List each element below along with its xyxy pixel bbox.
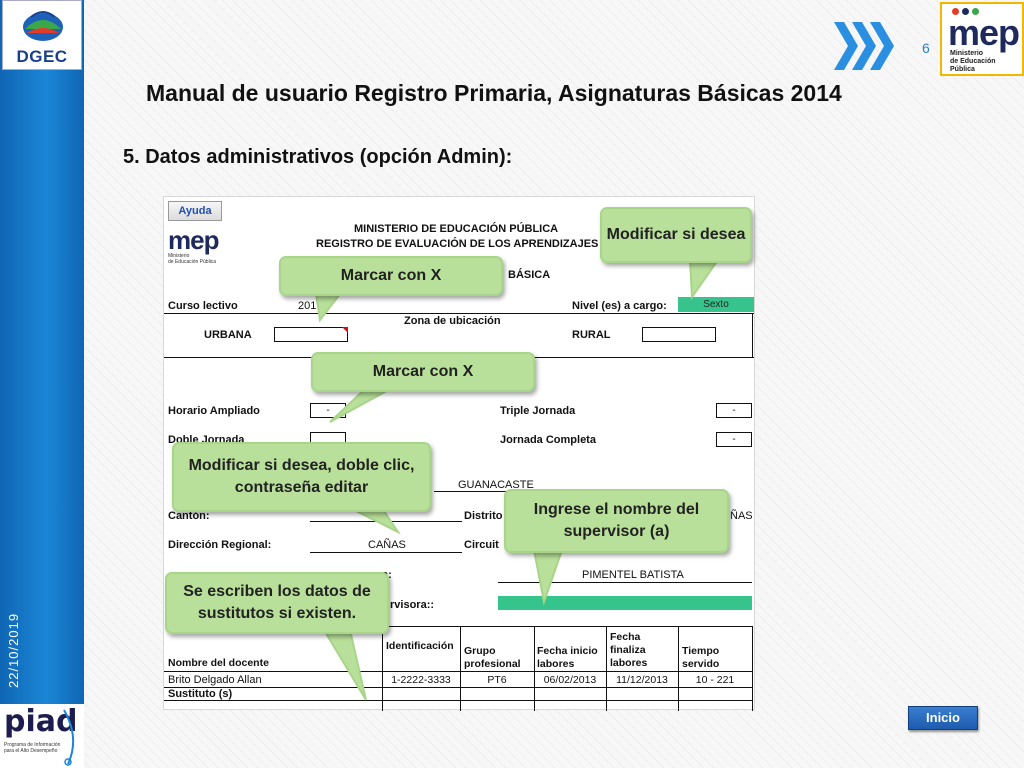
direccion-regional-label: Dirección Regional: <box>168 539 272 551</box>
table-row-border <box>164 687 752 688</box>
col-header-fecha-inicio: Fecha inicio labores <box>537 645 598 670</box>
callout-marcar-con-x-urbana: Marcar con X <box>279 256 503 296</box>
callout-tail-marcar-1 <box>314 293 343 323</box>
form-mep-subtitle-2: de Educación Pública <box>168 259 217 265</box>
callout-tail-marcar-2 <box>329 387 393 423</box>
distrito-value[interactable]: ÑAS <box>730 510 753 522</box>
col-header-fecha-finaliza: Fecha finaliza labores <box>610 631 648 669</box>
form-header-registro: REGISTRO DE EVALUACIÓN DE LOS APRENDIZAJ… <box>316 238 599 250</box>
dgec-label: DGEC <box>16 47 68 66</box>
mep-logo: mep Ministerio de Educación Pública <box>940 2 1024 76</box>
canton-label: Cantón: <box>168 510 210 522</box>
table-border <box>382 626 383 711</box>
chevrons-icon <box>834 22 894 70</box>
ayuda-button[interactable]: Ayuda <box>168 201 222 221</box>
divider <box>752 313 753 357</box>
table-top-border <box>382 626 752 627</box>
distrito-label: Distrito <box>464 510 503 522</box>
dgec-emblem-icon <box>23 11 63 41</box>
dgec-logo: DGEC <box>2 0 82 70</box>
divider <box>434 491 564 492</box>
form-mep-label: mep <box>168 225 219 255</box>
triple-jornada-label: Triple Jornada <box>500 405 576 417</box>
urbana-label: URBANA <box>204 329 252 341</box>
curso-lectivo-value: 201 <box>298 300 317 312</box>
nivel-label: Nivel (es) a cargo: <box>572 300 667 312</box>
form-mep-subtitle-1: Ministerio <box>168 253 190 259</box>
piad-swoosh-icon <box>63 709 75 766</box>
piad-logo: piad Programa de Información para el Alt… <box>0 704 84 768</box>
row-tiempo[interactable]: 10 - 221 <box>695 674 735 686</box>
col-header-grupo: Grupo profesional <box>464 645 521 670</box>
form-header-basica: BÁSICA <box>508 269 551 281</box>
col-header-tiempo: Tiempo servido <box>682 645 720 670</box>
rural-label: RURAL <box>572 329 611 341</box>
curso-lectivo-label: Curso lectivo <box>168 300 238 312</box>
row-fecha-inicio[interactable]: 06/02/2013 <box>543 674 597 686</box>
jornada-completa-field[interactable]: - <box>716 432 752 447</box>
mep-subtitle-2: de Educación Pública <box>950 58 996 73</box>
mep-label: mep <box>948 12 1020 53</box>
table-border <box>460 626 461 711</box>
zona-label: Zona de ubicación <box>404 315 501 327</box>
table-border <box>606 626 607 711</box>
divider <box>498 582 752 583</box>
supervisor-input[interactable] <box>498 596 752 610</box>
supervisora-label: rvisora:: <box>390 599 435 611</box>
callout-modificar-doble-clic: Modificar si desea, doble clic, contrase… <box>172 442 431 512</box>
callout-modificar-si-desea: Modificar si desea <box>600 207 752 263</box>
row-grupo[interactable]: PT6 <box>487 674 507 686</box>
form-header-ministerio: MINISTERIO DE EDUCACIÓN PÚBLICA <box>354 223 559 235</box>
col-header-nombre: Nombre del docente <box>168 657 269 669</box>
cell-marker-icon <box>342 327 348 333</box>
table-row-border <box>164 700 752 701</box>
piad-label: piad <box>4 704 78 739</box>
jornada-completa-label: Jornada Completa <box>500 434 596 446</box>
row-fecha-finaliza[interactable]: 11/12/2013 <box>616 674 668 686</box>
page-number: 6 <box>922 40 930 56</box>
direccion-regional-value[interactable]: CAÑAS <box>368 539 406 551</box>
horario-ampliado-label: Horario Ampliado <box>168 405 260 417</box>
rural-checkbox[interactable] <box>642 327 716 342</box>
director-value[interactable]: PIMENTEL BATISTA <box>582 569 684 581</box>
urbana-checkbox[interactable] <box>274 327 348 342</box>
inicio-button[interactable]: Inicio <box>908 706 978 730</box>
section-title: 5. Datos administrativos (opción Admin): <box>123 146 513 168</box>
circuito-label: Circuit <box>464 539 499 551</box>
sustituto-label: Sustituto (s) <box>168 688 233 700</box>
callout-ingrese-supervisor: Ingrese el nombre del supervisor (a) <box>504 489 729 553</box>
callout-sustitutos: Se escriben los datos de sustitutos si e… <box>165 572 389 634</box>
piad-subtitle-1: Programa de Información <box>4 742 61 748</box>
nivel-value-cell[interactable]: Sexto <box>678 297 754 312</box>
col-header-identificacion: Identificación <box>386 640 454 652</box>
table-border <box>752 626 753 711</box>
callout-tail-supervisor <box>532 549 564 606</box>
provincia-value[interactable]: GUANACASTE <box>458 479 534 491</box>
callout-tail-modificar <box>688 259 720 300</box>
table-border <box>534 626 535 711</box>
mep-subtitle-1: Ministerio <box>950 50 984 57</box>
table-header-border <box>164 671 752 672</box>
row-identificacion[interactable]: 1-2222-3333 <box>391 674 451 686</box>
triple-jornada-field[interactable]: - <box>716 403 752 418</box>
divider <box>310 552 462 553</box>
slide-title: Manual de usuario Registro Primaria, Asi… <box>146 80 842 106</box>
form-mep-logo: mep Ministerio de Educación Pública <box>168 225 219 265</box>
callout-tail-sustitutos <box>322 629 367 701</box>
callout-marcar-con-x-jornada: Marcar con X <box>311 352 535 392</box>
piad-subtitle-2: para el Alto Desempeño <box>4 748 58 754</box>
divider <box>164 313 754 314</box>
table-border <box>678 626 679 711</box>
left-sidebar: DGEC 22/10/2019 piad Programa de Informa… <box>0 0 84 768</box>
row-nombre[interactable]: Brito Delgado Allan <box>168 674 262 686</box>
